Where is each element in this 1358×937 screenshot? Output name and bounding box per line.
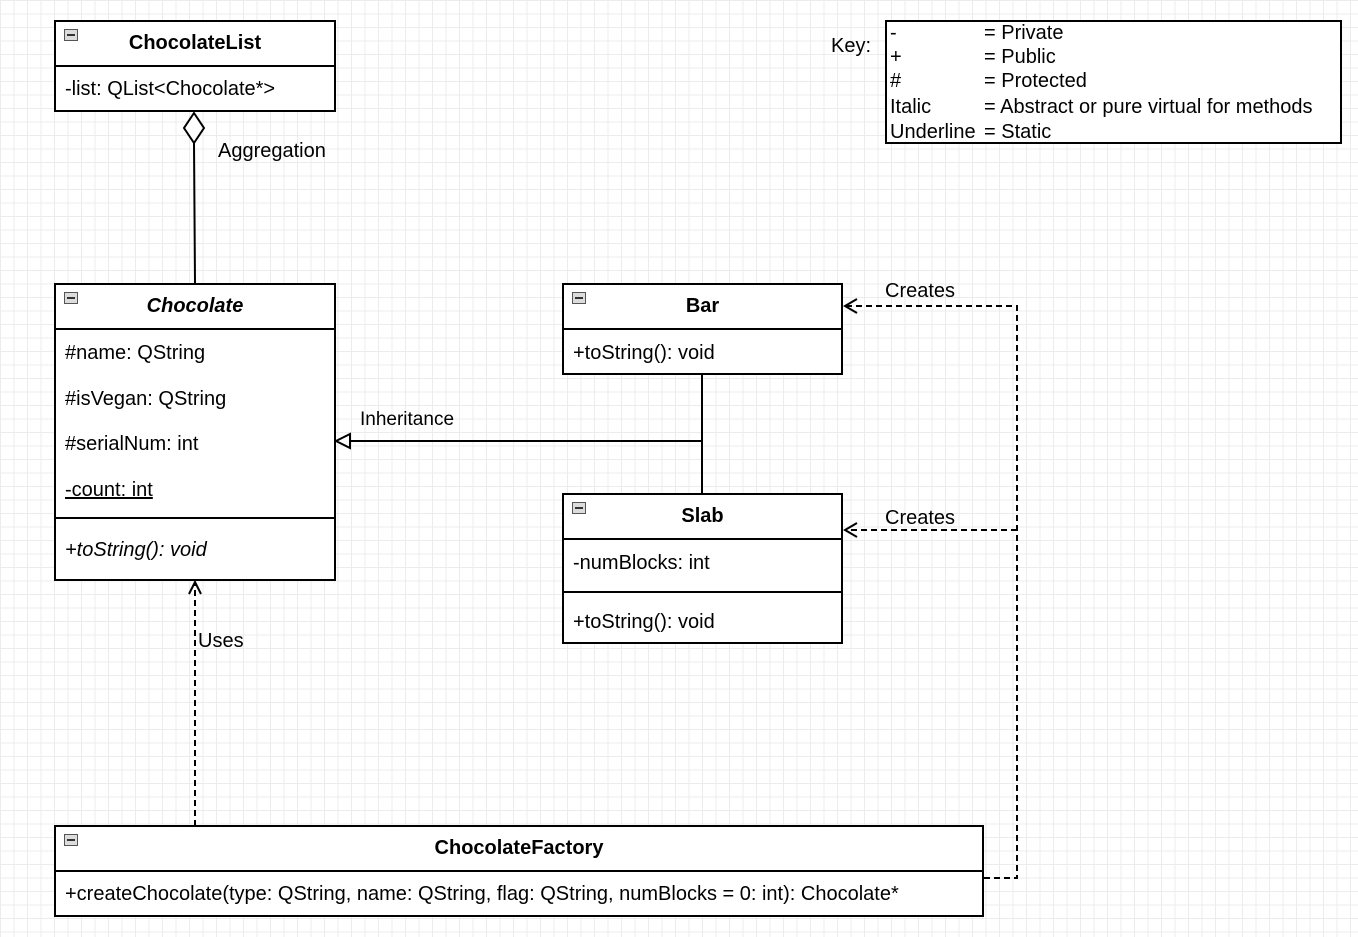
legend-meaning: = Abstract or pure virtual for methods: [984, 96, 1313, 118]
class-chocolate[interactable]: Chocolate #name: QString #isVegan: QStri…: [54, 283, 336, 581]
attribute-row: #isVegan: QString: [65, 388, 227, 410]
collapse-icon[interactable]: [572, 292, 586, 304]
legend-symbol: Underline: [890, 121, 976, 143]
aggregation-diamond: [182, 111, 206, 145]
class-name: ChocolateFactory: [434, 837, 604, 859]
class-chocolate-factory[interactable]: ChocolateFactory +createChocolate(type: …: [54, 825, 984, 917]
legend-meaning: = Static: [984, 121, 1052, 143]
uses-label: Uses: [198, 630, 244, 652]
method-row: +toString(): void: [573, 611, 715, 633]
static-attribute: -count: int: [65, 479, 153, 501]
attribute-row: -count: int: [56, 479, 334, 509]
method-row: +toString(): void: [65, 539, 207, 561]
attribute-row: #serialNum: int: [65, 433, 199, 455]
attribute-row: -numBlocks: int: [573, 552, 710, 574]
collapse-icon[interactable]: [64, 292, 78, 304]
legend-symbol: Italic: [890, 96, 932, 118]
legend-meaning: = Public: [984, 46, 1056, 68]
class-name: Slab: [681, 505, 724, 527]
collapse-icon[interactable]: [572, 502, 586, 514]
creates-slab-arrowhead: [843, 522, 858, 538]
class-header: Slab: [564, 495, 841, 540]
attribute-row: #name: QString: [65, 342, 206, 364]
legend-symbol: +: [890, 46, 902, 68]
attributes-section: #name: QString #isVegan: QString #serial…: [56, 330, 334, 519]
class-chocolate-list[interactable]: ChocolateList -list: QList<Chocolate*>: [54, 20, 336, 112]
methods-section: +toString(): void: [56, 519, 334, 562]
class-header: Chocolate: [56, 285, 334, 330]
legend-meaning: = Protected: [984, 70, 1087, 92]
inheritance-label: Inheritance: [360, 409, 455, 430]
legend-title: Key:: [831, 35, 872, 57]
class-header: ChocolateList: [56, 22, 334, 67]
creates-bar-label: Creates: [885, 280, 956, 302]
aggregation-line: [193, 142, 196, 284]
method-row: +createChocolate(type: QString, name: QS…: [65, 883, 899, 905]
creates-line: [846, 305, 1018, 879]
methods-section: +toString(): void: [564, 330, 841, 365]
class-name: Chocolate: [146, 295, 244, 317]
creates-slab-label: Creates: [885, 507, 956, 529]
class-name: Bar: [685, 295, 720, 317]
legend-meaning: = Private: [984, 22, 1064, 44]
class-slab[interactable]: Slab -numBlocks: int +toString(): void: [562, 493, 843, 644]
collapse-icon[interactable]: [64, 834, 78, 846]
class-header: Bar: [564, 285, 841, 330]
aggregation-label: Aggregation: [218, 140, 326, 162]
uses-arrowhead: [188, 579, 202, 595]
class-header: ChocolateFactory: [56, 827, 982, 872]
attribute-row: -list: QList<Chocolate*>: [65, 78, 276, 100]
legend-symbol: #: [890, 70, 902, 92]
legend-box: - = Private + = Public # = Protected Ita…: [885, 20, 1342, 144]
collapse-icon[interactable]: [64, 29, 78, 41]
creates-bar-arrowhead: [843, 298, 858, 314]
methods-section: +toString(): void: [564, 593, 841, 634]
legend-symbol: -: [890, 22, 897, 44]
attributes-section: -numBlocks: int: [564, 540, 841, 593]
method-row: +toString(): void: [573, 342, 715, 364]
class-name: ChocolateList: [128, 32, 262, 54]
methods-section: +createChocolate(type: QString, name: QS…: [56, 872, 982, 906]
inheritance-arrowhead: [333, 432, 351, 450]
class-bar[interactable]: Bar +toString(): void: [562, 283, 843, 375]
attributes-section: -list: QList<Chocolate*>: [56, 67, 334, 110]
